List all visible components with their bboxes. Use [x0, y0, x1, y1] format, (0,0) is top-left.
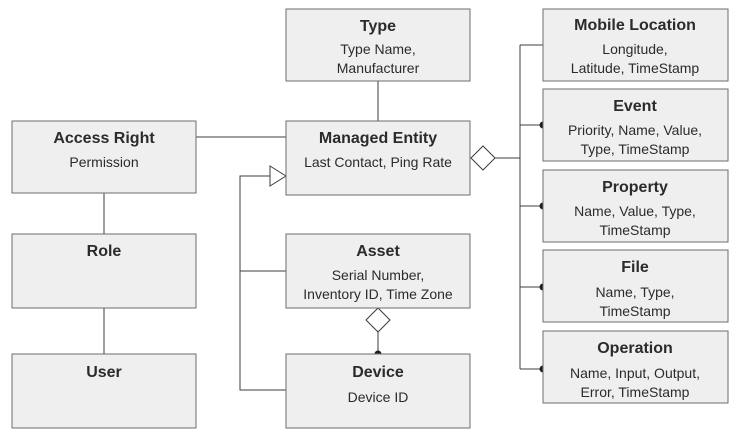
entity-file-title: File — [621, 259, 649, 276]
entity-managed-entity-box — [285, 120, 471, 196]
entity-event: Event Priority, Name, Value, Type, TimeS… — [542, 88, 729, 162]
entity-file-attr: Name, Type, — [595, 284, 674, 300]
entity-property-box — [542, 169, 729, 243]
entity-operation: Operation Name, Input, Output, Error, Ti… — [542, 330, 729, 404]
connector-generalization-trunk — [239, 175, 286, 391]
entity-type-title: Type — [360, 18, 396, 35]
entity-event-attr: Priority, Name, Value, — [568, 122, 702, 138]
entity-user-title: User — [86, 364, 122, 381]
entity-mobile-location-box — [542, 8, 729, 82]
entity-type-attr: Manufacturer — [337, 60, 420, 76]
entity-managed-entity-attr: Last Contact, Ping Rate — [304, 154, 452, 170]
entity-file-attr: TimeStamp — [599, 303, 670, 319]
entity-asset-title: Asset — [356, 243, 400, 260]
entity-user-box — [11, 353, 197, 429]
entity-access-right-title: Access Right — [53, 130, 155, 147]
entity-user: User — [11, 353, 197, 429]
entity-file-box — [542, 249, 729, 323]
entity-property: Property Name, Value, Type, TimeStamp — [542, 169, 729, 243]
entity-event-attr: Type, TimeStamp — [581, 141, 690, 157]
entity-access-right: Access Right Permission — [11, 120, 197, 194]
entity-role: Role — [11, 233, 197, 309]
entity-managed-entity-title: Managed Entity — [319, 130, 437, 147]
aggregation-diamond-managed-entity — [470, 145, 496, 171]
entity-mobile-location-title: Mobile Location — [574, 17, 696, 34]
entity-type-box — [285, 8, 471, 82]
entity-type: Type Type Name, Manufacturer — [285, 8, 471, 82]
entity-operation-attr: Error, TimeStamp — [581, 384, 690, 400]
entity-device-attr: Device ID — [348, 389, 409, 405]
entity-property-title: Property — [602, 179, 668, 196]
entity-operation-title: Operation — [597, 340, 673, 357]
entity-asset: Asset Serial Number, Inventory ID, Time … — [285, 233, 471, 309]
entity-role-box — [11, 233, 197, 309]
entity-type-attr: Type Name, — [340, 41, 415, 57]
entity-file: File Name, Type, TimeStamp — [542, 249, 729, 323]
aggregation-diamond-asset — [365, 307, 391, 333]
entity-asset-box — [285, 233, 471, 309]
entity-property-attr: Name, Value, Type, — [574, 203, 696, 219]
entity-event-title: Event — [613, 98, 657, 115]
entity-property-attr: TimeStamp — [599, 222, 670, 238]
entity-event-box — [542, 88, 729, 162]
entity-operation-box — [542, 330, 729, 404]
entity-access-right-attr: Permission — [69, 154, 138, 170]
entity-device-box — [285, 353, 471, 429]
entity-role-title: Role — [87, 243, 122, 260]
entity-mobile-location: Mobile Location Longitude, Latitude, Tim… — [542, 8, 729, 82]
entity-asset-attr: Serial Number, — [332, 267, 425, 283]
entity-mobile-location-attr: Longitude, — [602, 41, 667, 57]
connectors — [103, 44, 547, 391]
entity-access-right-box — [11, 120, 197, 194]
generalization-triangle — [269, 165, 287, 187]
entity-asset-attr: Inventory ID, Time Zone — [303, 286, 453, 302]
entity-device: Device Device ID — [285, 353, 471, 429]
entity-mobile-location-attr: Latitude, TimeStamp — [571, 60, 700, 76]
entity-managed-entity: Managed Entity Last Contact, Ping Rate — [285, 120, 471, 196]
entity-device-title: Device — [352, 364, 404, 381]
entity-operation-attr: Name, Input, Output, — [570, 365, 700, 381]
